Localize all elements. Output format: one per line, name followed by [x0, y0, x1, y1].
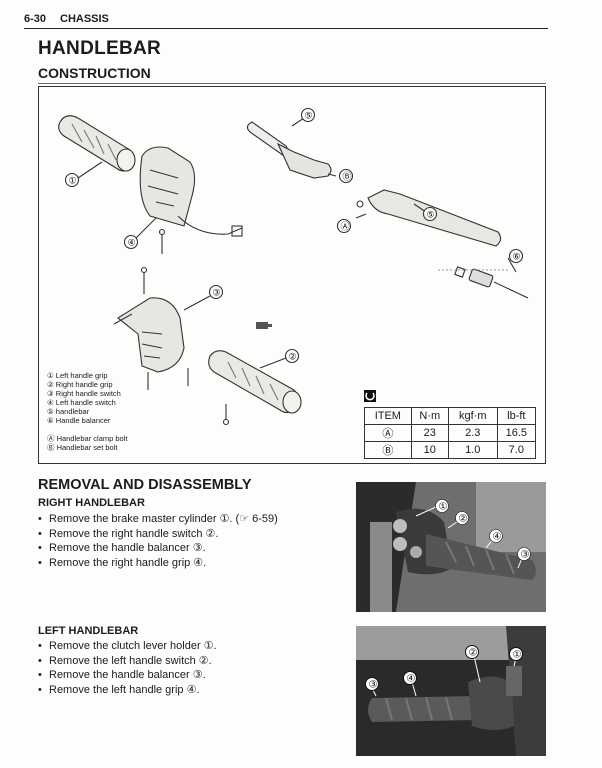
left-handlebar-steps: Remove the clutch lever holder ①. Remove… — [38, 639, 217, 697]
page-header: 6-30 CHASSIS — [24, 8, 548, 29]
grease-icon — [256, 322, 272, 329]
heading-rule — [38, 83, 546, 84]
legend-item: ⑤ handlebar — [47, 407, 90, 417]
photo1-callout-2: ② — [459, 514, 468, 525]
list-item: Remove the handle balancer ③. — [38, 541, 278, 556]
photo2-callout-1: ① — [513, 650, 522, 661]
legend-item: ① Left handle grip — [47, 371, 108, 380]
right-handlebar-photo: ① ② ④ ③ — [356, 482, 546, 612]
table-row: Ⓑ 10 1.0 7.0 — [364, 441, 537, 459]
callout-a-clamp-bolt: Ⓐ — [341, 222, 350, 232]
page-number: 6-30 — [24, 13, 47, 25]
right-grip-part — [208, 350, 302, 414]
callout-4-left-switch: ④ — [128, 238, 136, 248]
table-cell: 16.5 — [496, 424, 537, 442]
construction-heading: CONSTRUCTION — [38, 65, 151, 81]
torque-wrench-icon — [364, 390, 376, 402]
construction-diagram — [38, 86, 546, 464]
legend-item: ② Right handle grip — [47, 380, 113, 390]
col-lbft: lb-ft — [496, 407, 537, 425]
col-item: ITEM — [364, 407, 412, 425]
removal-heading: REMOVAL AND DISASSEMBLY — [38, 477, 252, 493]
left-switch-part — [139, 146, 243, 237]
exploded-view-drawing: ① ④ ⑤ Ⓑ ⑤ — [58, 107, 529, 426]
legend-item: ③ Right handle switch — [47, 389, 121, 399]
right-switch-part — [113, 297, 185, 373]
list-item: Remove the right handle grip ④. — [38, 556, 278, 571]
list-item: Remove the brake master cylinder ①. (☞ 6… — [38, 512, 278, 527]
table-cell: Ⓑ — [364, 441, 412, 459]
legend-item: ⑥ Handle balancer — [47, 416, 111, 426]
table-cell: 1.0 — [447, 441, 498, 459]
table-cell: Ⓐ — [364, 424, 412, 442]
legend-bolt: Ⓑ Handlebar set bolt — [47, 442, 118, 452]
parts-legend: ① Left handle grip ② Right handle grip ③… — [47, 371, 127, 452]
photo1-callout-3: ③ — [521, 550, 530, 561]
photo2-callout-2: ② — [469, 648, 478, 659]
callout-3-right-switch: ③ — [213, 288, 221, 298]
legend-item: ④ Left handle switch — [47, 398, 116, 408]
callout-2-right-grip: ② — [289, 352, 297, 362]
page-title: HANDLEBAR — [38, 38, 162, 59]
photo2-callout-4: ④ — [407, 674, 416, 685]
callout-6-balancer: ⑥ — [513, 252, 521, 262]
list-item: Remove the right handle switch ②. — [38, 527, 278, 542]
table-cell: 23 — [410, 424, 449, 442]
left-handlebar-part — [246, 121, 337, 179]
list-item: Remove the left handle grip ④. — [38, 683, 217, 698]
list-item: Remove the left handle switch ②. — [38, 654, 217, 669]
table-cell: 10 — [410, 441, 449, 459]
table-header-row: ITEM N·m kgf·m lb-ft — [364, 407, 537, 425]
list-item: Remove the clutch lever holder ①. — [38, 639, 217, 654]
right-handlebar-steps: Remove the brake master cylinder ①. (☞ 6… — [38, 512, 278, 570]
callout-5-upper: ⑤ — [305, 111, 313, 121]
legend-bolt: Ⓐ Handlebar clamp bolt — [47, 433, 128, 443]
callout-b-set-bolt: Ⓑ — [343, 172, 352, 182]
table-cell: 7.0 — [496, 441, 537, 459]
right-handlebar-heading: RIGHT HANDLEBAR — [38, 497, 145, 509]
balancer-part — [454, 266, 529, 299]
list-item: Remove the handle balancer ③. — [38, 668, 217, 683]
photo1-callout-1: ① — [439, 502, 448, 513]
table-cell: 2.3 — [447, 424, 498, 442]
photo2-callout-3: ③ — [369, 680, 378, 691]
col-nm: N·m — [410, 407, 449, 425]
left-handlebar-heading: LEFT HANDLEBAR — [38, 625, 139, 637]
torque-table: ITEM N·m kgf·m lb-ft Ⓐ 23 2.3 16.5 Ⓑ 10 … — [364, 407, 537, 459]
left-handlebar-photo: ③ ④ ② ① — [356, 626, 546, 756]
callout-1-left-grip: ① — [69, 176, 77, 186]
table-row: Ⓐ 23 2.3 16.5 — [364, 424, 537, 442]
callout-5-right: ⑤ — [427, 210, 435, 220]
left-grip-part — [58, 115, 136, 172]
section-name: CHASSIS — [60, 13, 109, 25]
photo1-callout-4: ④ — [493, 532, 502, 543]
col-kgfm: kgf·m — [447, 407, 498, 425]
